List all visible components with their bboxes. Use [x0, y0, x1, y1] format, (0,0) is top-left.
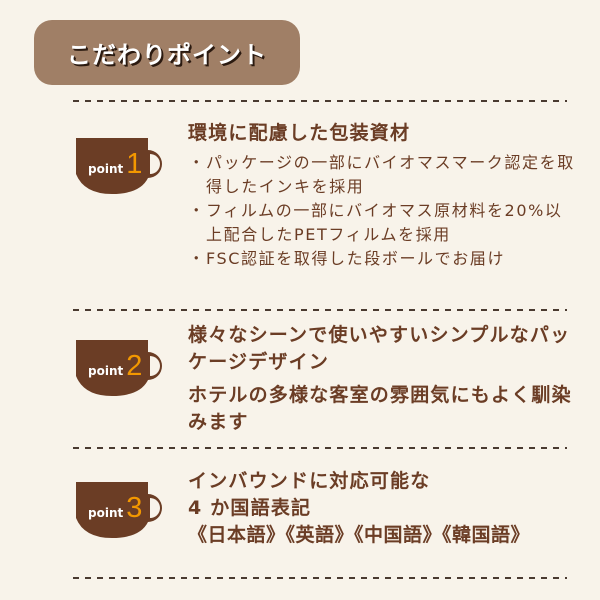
- dashed-divider: [73, 447, 567, 449]
- point-label: point: [88, 506, 124, 520]
- bullet-text: パッケージの一部にバイオマスマーク認定を取得したインキを採用: [206, 153, 575, 196]
- point-number: 2: [126, 350, 143, 382]
- point-2-subheading: ホテルの多様な客室の雰囲気にもよく馴染みます: [188, 384, 572, 433]
- dashed-divider: [73, 100, 567, 102]
- bullet-dot-icon: ・: [188, 153, 206, 172]
- point-2-heading: 様々なシーンで使いやすいシンプルなパッケージデザイン: [188, 324, 571, 373]
- point-3-cup-icon: point 3: [76, 482, 166, 542]
- point-3-heading-line: 4 か国語表記: [188, 497, 312, 519]
- point-label: point: [88, 162, 124, 176]
- point-label: point: [88, 364, 124, 378]
- header-badge: こだわりポイント: [34, 20, 300, 85]
- coffee-cup-icon: [76, 340, 162, 396]
- bullet-text: フィルムの一部にバイオマス原材料を20%以上配合したPETフィルムを採用: [206, 201, 563, 244]
- point-3-languages: 《日本語》《英語》《中国語》《韓国語》: [188, 524, 531, 546]
- point-1-heading: 環境に配慮した包装資材: [188, 122, 411, 144]
- point-3-heading-line: インバウンドに対応可能な: [188, 470, 431, 492]
- point-number: 1: [126, 148, 143, 180]
- dashed-divider: [73, 577, 567, 579]
- point-2-cup-icon: point 2: [76, 340, 166, 400]
- coffee-cup-icon: [76, 482, 162, 538]
- list-item: ・パッケージの一部にバイオマスマーク認定を取得したインキを採用: [188, 151, 578, 199]
- point-number: 3: [126, 492, 143, 524]
- dashed-divider: [73, 309, 567, 311]
- point-1-content: 環境に配慮した包装資材 ・パッケージの一部にバイオマスマーク認定を取得したインキ…: [188, 120, 578, 271]
- point-1-cup-icon: point 1: [76, 138, 166, 198]
- point-2-content: 様々なシーンで使いやすいシンプルなパッケージデザイン ホテルの多様な客室の雰囲気…: [188, 322, 578, 436]
- point-1-bullet-list: ・パッケージの一部にバイオマスマーク認定を取得したインキを採用 ・フィルムの一部…: [188, 151, 578, 271]
- list-item: ・FSC認証を取得した段ボールでお届け: [188, 247, 578, 271]
- bullet-dot-icon: ・: [188, 201, 206, 220]
- coffee-cup-icon: [76, 138, 162, 194]
- bullet-text: FSC認証を取得した段ボールでお届け: [206, 249, 506, 268]
- bullet-dot-icon: ・: [188, 249, 206, 268]
- point-3-content: インバウンドに対応可能な 4 か国語表記 《日本語》《英語》《中国語》《韓国語》: [188, 468, 578, 549]
- list-item: ・フィルムの一部にバイオマス原材料を20%以上配合したPETフィルムを採用: [188, 199, 578, 247]
- page-title: こだわりポイント: [67, 41, 267, 69]
